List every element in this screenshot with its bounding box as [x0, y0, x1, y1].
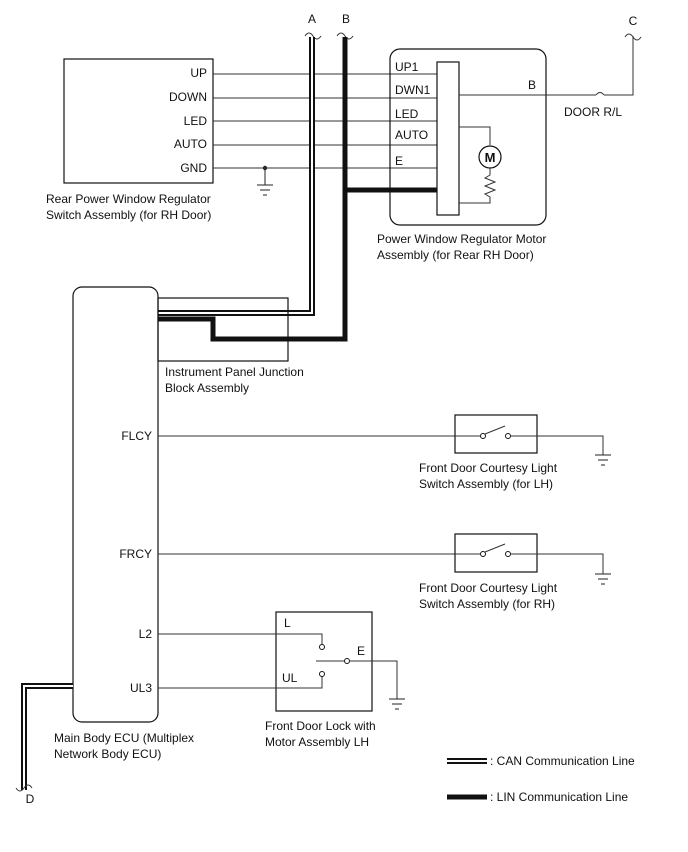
junction-caption-line-2: Block Assembly	[165, 381, 249, 395]
main-body-ecu: FLCY FRCY L2 UL3 Main Body ECU (Multiple…	[54, 286, 194, 761]
rear-switch-pin-led: LED	[184, 114, 208, 128]
courtesy-lh-contact	[484, 425, 506, 435]
door-lock-pin-l: L	[284, 616, 291, 630]
fuse-symbol	[595, 92, 605, 96]
ecu-box	[72, 286, 159, 723]
rear-switch-pin-up: UP	[190, 66, 207, 80]
switch-to-motor-wires	[213, 73, 437, 169]
connector-c-label: C	[629, 14, 638, 28]
courtesy-lh-caption-line-1: Front Door Courtesy Light	[419, 461, 558, 475]
courtesy-lh-box	[454, 414, 538, 454]
courtesy-lh-ground	[595, 454, 611, 466]
connector-c-break	[624, 33, 642, 41]
lin-line-b	[158, 37, 437, 342]
door-lock-caption-line-1: Front Door Lock with	[265, 719, 376, 733]
connector-d-label: D	[26, 792, 35, 806]
motor-out-pin-b: B	[528, 78, 536, 92]
fuse-circuit: C DOOR R/L	[459, 14, 642, 119]
motor-pin-led: LED	[395, 107, 419, 121]
door-lock-pin-e: E	[357, 644, 365, 658]
motor-caption-line-1: Power Window Regulator Motor	[377, 232, 546, 246]
junction-block-box	[157, 297, 289, 362]
ecu-pin-ul3: UL3	[130, 681, 152, 695]
rear-switch-caption-line-1: Rear Power Window Regulator	[46, 192, 211, 206]
door-lock-ground	[389, 698, 405, 710]
courtesy-lh-caption-line-2: Switch Assembly (for LH)	[419, 477, 553, 491]
junction-caption-line-1: Instrument Panel Junction	[165, 365, 304, 379]
legend-lin-label: : LIN Communication Line	[490, 790, 628, 804]
courtesy-rh-caption-line-2: Switch Assembly (for RH)	[419, 597, 555, 611]
connector-a-break	[304, 32, 322, 40]
motor-inner-block	[436, 61, 460, 216]
ecu-pin-frcy: FRCY	[119, 547, 152, 561]
motor-wire-top	[459, 126, 491, 145]
connector-b-break	[336, 32, 354, 40]
courtesy-rh-ground	[595, 573, 611, 585]
door-lock-assembly: L UL E Front Door Lock with Motor Assemb…	[158, 611, 405, 749]
rear-switch-assembly: UP DOWN LED AUTO GND Rear Power Window R…	[46, 58, 273, 222]
motor-symbol-label: M	[485, 150, 496, 165]
resistor-symbol	[459, 168, 497, 204]
legend: : CAN Communication Line : LIN Communica…	[447, 754, 635, 804]
can-line-d	[21, 683, 73, 790]
courtesy-rh-contact	[484, 543, 506, 553]
motor-pin-e: E	[395, 154, 403, 168]
courtesy-switch-lh: Front Door Courtesy Light Switch Assembl…	[158, 414, 611, 491]
ecu-caption-line-1: Main Body ECU (Multiplex	[54, 731, 194, 745]
courtesy-switch-rh: Front Door Courtesy Light Switch Assembl…	[158, 533, 611, 611]
motor-outer-box	[389, 48, 547, 226]
motor-pin-up1: UP1	[395, 60, 419, 74]
rear-switch-caption-line-2: Switch Assembly (for RH Door)	[46, 208, 211, 222]
ecu-caption-line-2: Network Body ECU)	[54, 747, 161, 761]
door-lock-caption-line-2: Motor Assembly LH	[265, 735, 369, 749]
door-lock-pin-ul: UL	[282, 671, 298, 685]
connector-b-label: B	[342, 12, 350, 26]
can-line-a	[158, 37, 315, 316]
junction-block: Instrument Panel Junction Block Assembly	[157, 297, 304, 395]
connector-a-label: A	[308, 12, 316, 26]
courtesy-rh-box	[454, 533, 538, 573]
ecu-pin-flcy: FLCY	[121, 429, 152, 443]
motor-pin-auto: AUTO	[395, 128, 428, 142]
fuse-label: DOOR R/L	[564, 105, 622, 119]
legend-can-label: : CAN Communication Line	[490, 754, 635, 768]
ecu-pin-l2: L2	[139, 627, 153, 641]
rear-switch-pin-gnd: GND	[180, 161, 207, 175]
motor-assembly: UP1 DWN1 LED AUTO E B M Power Window Reg…	[377, 48, 547, 262]
rear-switch-pin-down: DOWN	[169, 90, 207, 104]
motor-pin-dwn1: DWN1	[395, 83, 431, 97]
courtesy-rh-caption-line-1: Front Door Courtesy Light	[419, 581, 558, 595]
rear-switch-pin-auto: AUTO	[174, 137, 207, 151]
connector-d-break	[15, 784, 33, 792]
ground-symbol	[257, 168, 273, 196]
motor-caption-line-2: Assembly (for Rear RH Door)	[377, 248, 534, 262]
